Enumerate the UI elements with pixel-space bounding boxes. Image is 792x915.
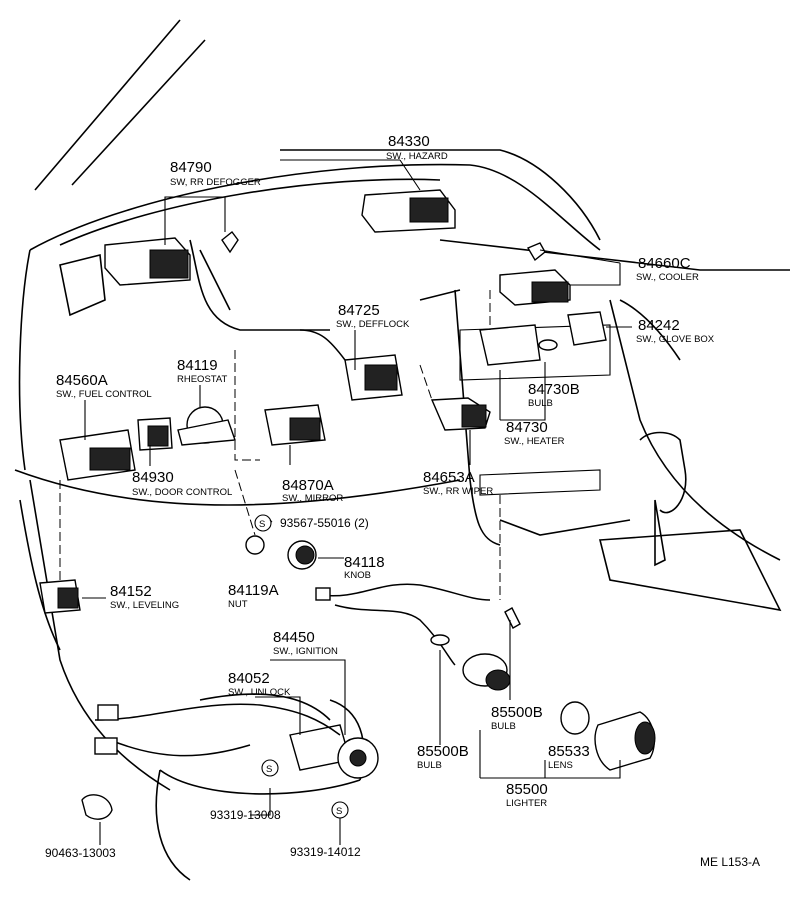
label-84242: 84242 SW., GLOVE BOX (636, 317, 715, 345)
part-desc: SW., GLOVE BOX (636, 334, 715, 345)
part-desc: KNOB (344, 570, 371, 581)
part-number: 84052 (228, 670, 270, 687)
part-desc: SW., DOOR CONTROL (132, 487, 232, 498)
part-desc: SW., DEFFLOCK (336, 319, 410, 330)
label-84725: 84725 SW., DEFFLOCK (336, 302, 410, 330)
part-desc: SW., MIRROR (282, 493, 343, 504)
s-symbol: S (336, 806, 342, 817)
part-desc: SW., HAZARD (386, 151, 448, 162)
part-labels: 84330 SW., HAZARD 84790 SW, RR DEFOGGER … (56, 133, 715, 809)
part-desc: BULB (491, 721, 516, 732)
label-84330: 84330 SW., HAZARD (386, 133, 448, 162)
label-84118: 84118 KNOB (344, 554, 385, 581)
part-shapes (39, 189, 656, 820)
label-84790: 84790 SW, RR DEFOGGER (170, 159, 261, 188)
part-number: 84330 (388, 133, 430, 150)
leader-lines (82, 159, 632, 845)
part-number: 84730B (528, 381, 580, 398)
part-number: 84560A (56, 372, 108, 389)
bolt-93319-14012: 93319-14012 (290, 845, 361, 859)
part-number: 84118 (344, 554, 385, 571)
part-number: 84870A (282, 477, 334, 494)
s-symbol: S (259, 519, 265, 530)
part-number: 84152 (110, 583, 152, 600)
assembly-lines (59, 290, 501, 600)
label-85500: 85500 LIGHTER (506, 781, 548, 809)
label-84450: 84450 SW., IGNITION (273, 629, 338, 657)
diagram-ref-code: ME L153-A (700, 855, 760, 869)
part-desc: BULB (528, 398, 553, 409)
s-symbols: S S S (254, 514, 349, 819)
label-84730: 84730 SW., HEATER (504, 419, 565, 447)
s-symbol: S (266, 764, 272, 775)
label-84930: 84930 SW., DOOR CONTROL (132, 469, 232, 498)
label-84119a: 84119A NUT (228, 582, 279, 610)
part-number: 84725 (338, 302, 380, 319)
part-desc: SW., COOLER (636, 272, 699, 283)
dashboard-outline (14, 19, 790, 881)
part-desc: NUT (228, 599, 248, 610)
label-84152: 84152 SW., LEVELING (110, 583, 179, 611)
label-84660c: 84660C SW., COOLER (636, 255, 699, 283)
bolt-93319-13008: 93319-13008 (210, 808, 281, 822)
part-desc: LENS (548, 760, 573, 771)
label-84052: 84052 SW., UNLOCK (228, 670, 291, 698)
part-desc: SW., FUEL CONTROL (56, 389, 152, 400)
part-desc: RHEOSTAT (177, 374, 228, 385)
label-84870a: 84870A SW., MIRROR (282, 477, 343, 504)
part-desc: SW., LEVELING (110, 600, 179, 611)
part-desc: SW., HEATER (504, 436, 565, 447)
part-number: 84450 (273, 629, 315, 646)
bolt-90463: 90463-13003 (45, 846, 116, 860)
label-85500b-left: 85500B BULB (417, 743, 469, 771)
part-number: 84790 (170, 159, 212, 176)
label-84560a: 84560A SW., FUEL CONTROL (56, 372, 152, 400)
bolt-93567: 93567-55016 (2) (280, 516, 369, 530)
part-number: 85533 (548, 743, 590, 760)
part-number: 84119A (228, 582, 279, 599)
part-number: 84930 (132, 469, 174, 486)
part-desc: SW., IGNITION (273, 646, 338, 657)
part-number: 84730 (506, 419, 548, 436)
part-desc: SW, RR DEFOGGER (170, 177, 261, 188)
part-desc: BULB (417, 760, 442, 771)
label-84119: 84119 RHEOSTAT (177, 357, 228, 385)
part-desc: LIGHTER (506, 798, 547, 809)
part-number: 84653A (423, 469, 475, 486)
label-85500b-right: 85500B BULB (491, 704, 543, 732)
part-number: 84242 (638, 317, 680, 334)
part-number: 85500B (491, 704, 543, 721)
part-number: 84660C (638, 255, 691, 272)
label-85533: 85533 LENS (548, 743, 590, 771)
label-84653a: 84653A SW., RR WIPER (423, 469, 493, 497)
label-84730b: 84730B BULB (528, 381, 580, 409)
part-desc: SW., UNLOCK (228, 687, 291, 698)
part-number: 85500 (506, 781, 548, 798)
part-number: 84119 (177, 357, 218, 374)
bolt-labels: 93567-55016 (2) 93319-13008 93319-14012 … (45, 516, 369, 860)
part-number: 85500B (417, 743, 469, 760)
part-desc: SW., RR WIPER (423, 486, 493, 497)
